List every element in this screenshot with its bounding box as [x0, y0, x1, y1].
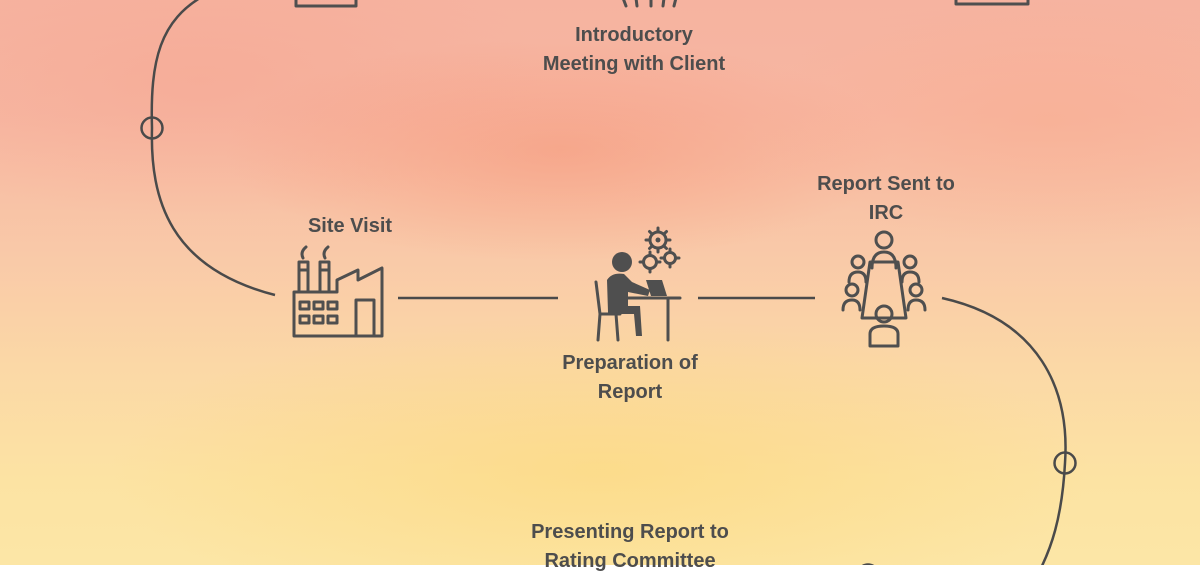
- gear-icon: [638, 250, 662, 274]
- step-label-line: Introductory: [575, 24, 693, 46]
- meeting-table-icon: [841, 230, 927, 348]
- step-label-report-sent-to-irc: Report Sent to IRC: [776, 170, 996, 228]
- gear-icon: [659, 247, 681, 269]
- step-label-line: Report: [597, 381, 663, 403]
- connector-right-arc: [941, 296, 1067, 565]
- step-label-line: Site Visit: [307, 215, 393, 237]
- connector-left-arc: [150, 0, 276, 297]
- step-label-line: Meeting with Client: [542, 53, 726, 75]
- step-label-line: Presenting Report to: [531, 521, 729, 543]
- meeting-icon: [622, 0, 678, 8]
- step-label-line: Rating Committee: [544, 550, 716, 572]
- gear-icon: [644, 226, 672, 254]
- step-label-preparation-of-report: Preparation of Report: [520, 349, 740, 407]
- step-label-site-visit: Site Visit: [280, 212, 420, 241]
- document-icon-partial: [954, 0, 1030, 6]
- step-label-line: Preparation of: [562, 352, 698, 374]
- step-label-line: IRC: [868, 202, 904, 224]
- connector-node-left: [140, 116, 164, 140]
- person-at-desk-icon: [594, 226, 682, 342]
- factory-icon: [292, 245, 384, 338]
- connector-node-right: [1053, 451, 1077, 475]
- step-label-line: Report Sent to: [817, 173, 955, 195]
- monitor-icon-partial: [294, 0, 358, 8]
- step-label-presenting-report: Presenting Report to Rating Committee: [499, 518, 761, 576]
- step-label-introductory-meeting: Introductory Meeting with Client: [509, 21, 759, 79]
